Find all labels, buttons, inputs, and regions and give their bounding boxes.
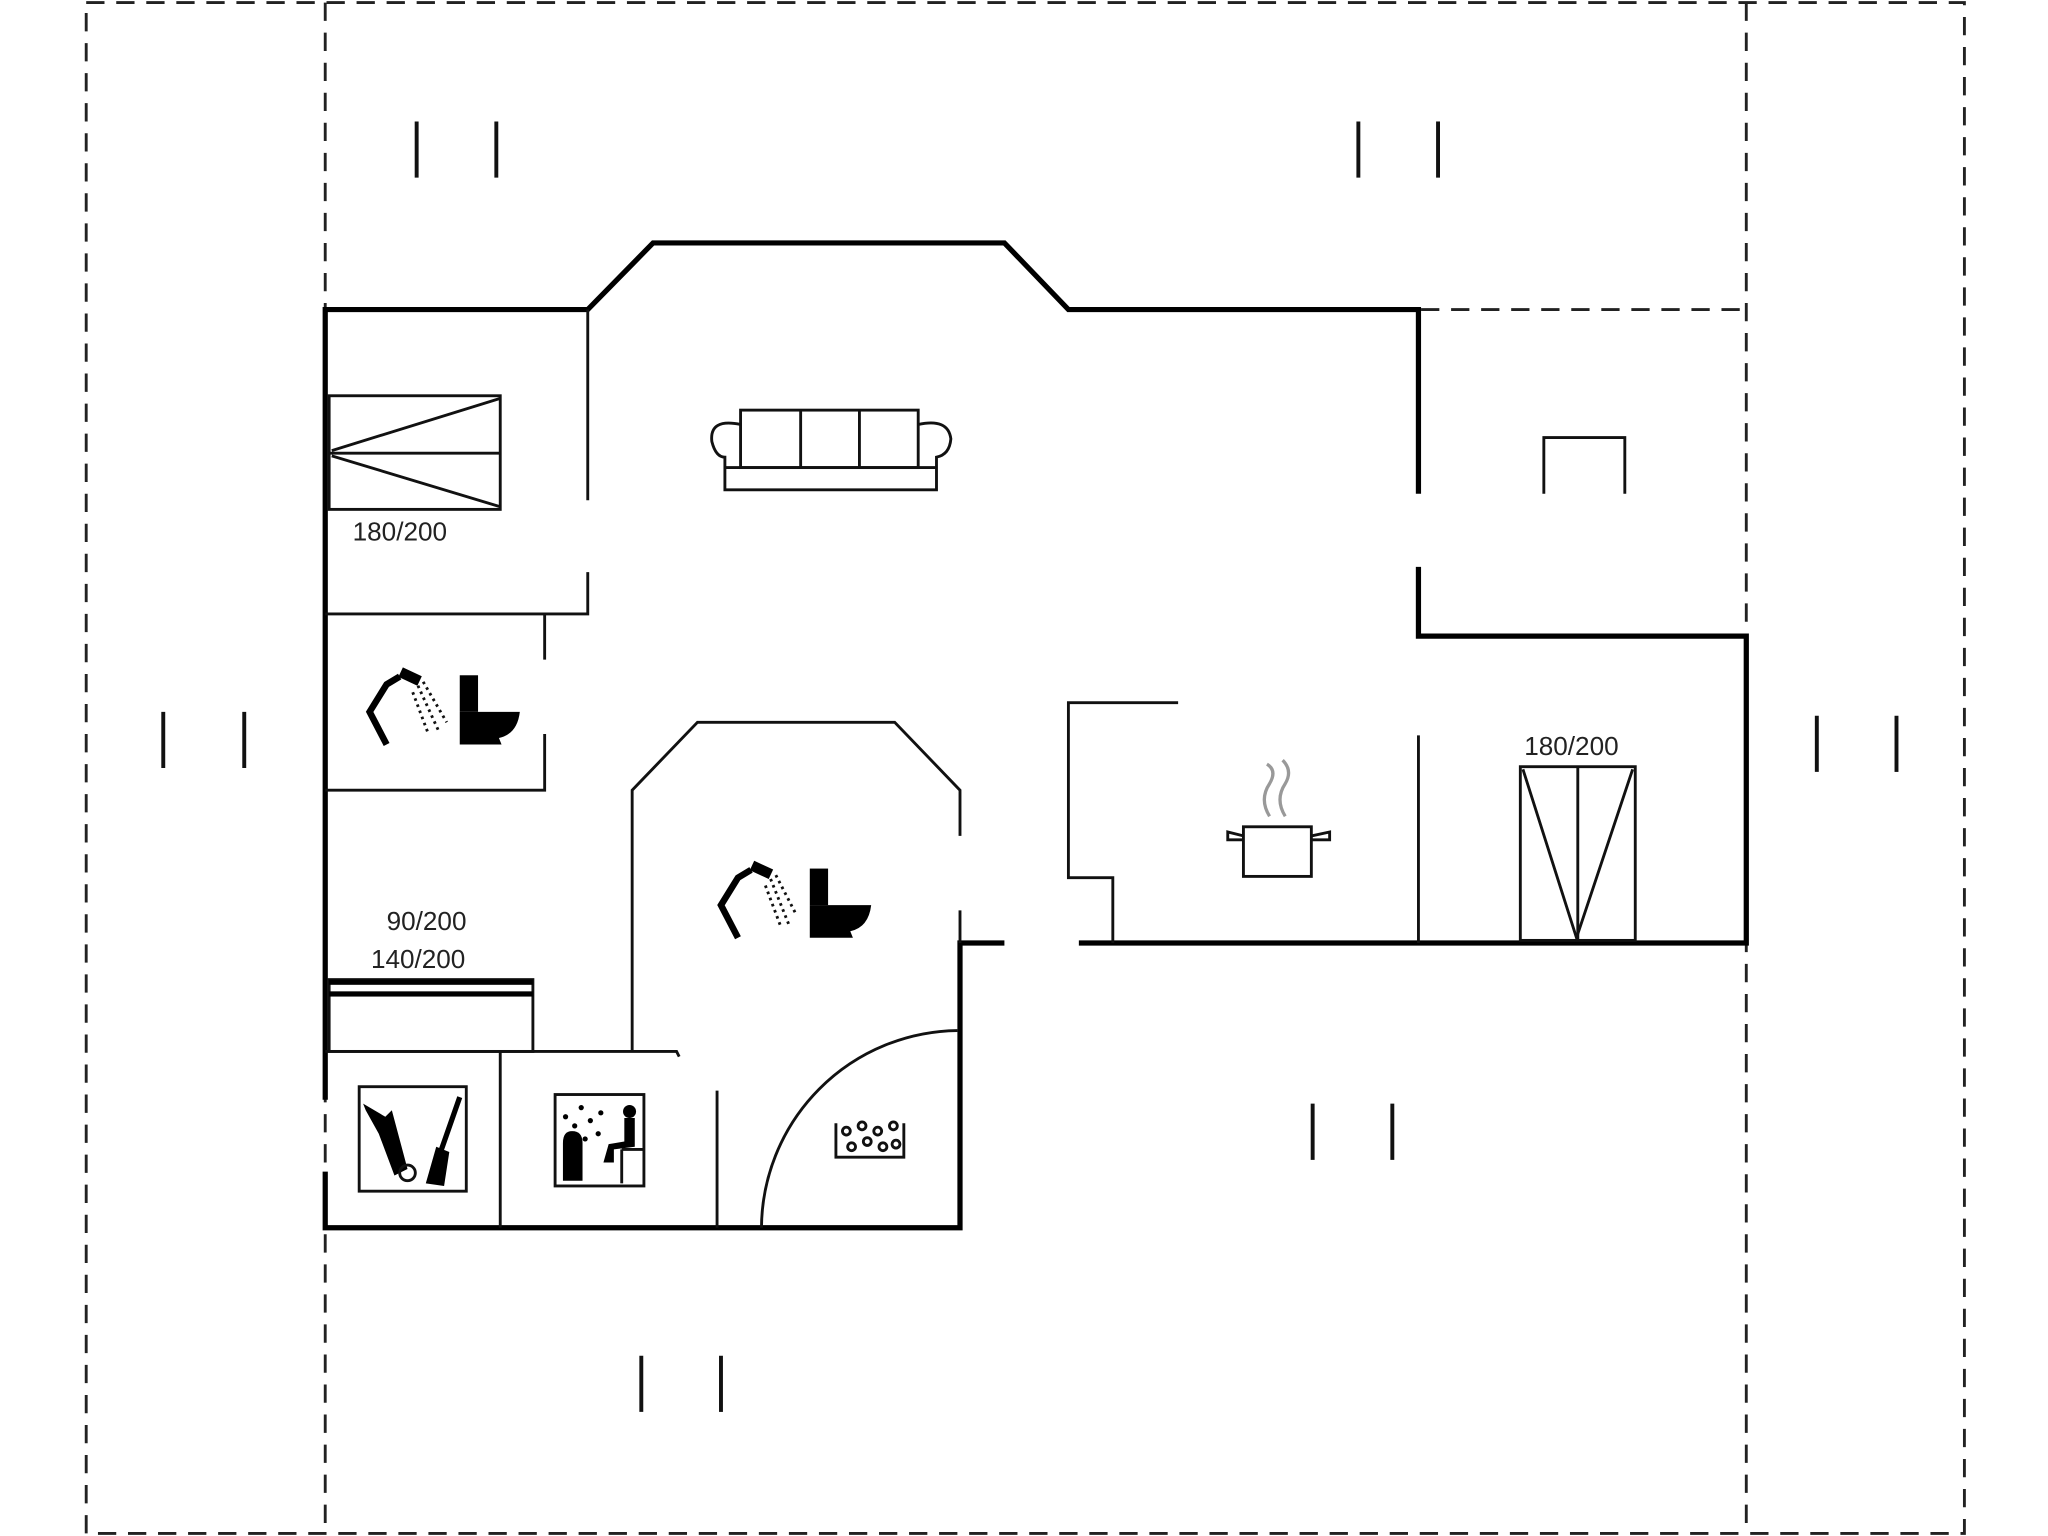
cooking-pot-icon	[1226, 759, 1332, 878]
utility-icon	[357, 1085, 468, 1193]
window-markers	[161, 121, 1899, 1412]
exterior-walls	[322, 240, 1749, 1231]
sofa-icon	[710, 408, 953, 492]
bed-size-label: 90/200	[387, 906, 467, 936]
sauna-icon	[553, 1093, 646, 1188]
closet	[1542, 436, 1627, 494]
bed-top-left	[327, 394, 502, 511]
shower-icon	[717, 860, 799, 940]
bed-size-label: 140/200	[371, 944, 465, 974]
spa-whirlpool-icon	[834, 1120, 906, 1159]
bed-size-label: 180/200	[353, 517, 447, 547]
toilet-icon	[459, 675, 520, 745]
shower-icon	[365, 667, 448, 746]
property-boundary	[84, 1, 1966, 1535]
interior-walls	[325, 309, 1627, 1228]
door-swing	[760, 1029, 958, 1228]
bunk-bed	[327, 978, 535, 1053]
bed-size-label: 180/200	[1524, 731, 1618, 761]
bed-right	[1518, 765, 1637, 943]
toilet-icon	[809, 868, 872, 938]
